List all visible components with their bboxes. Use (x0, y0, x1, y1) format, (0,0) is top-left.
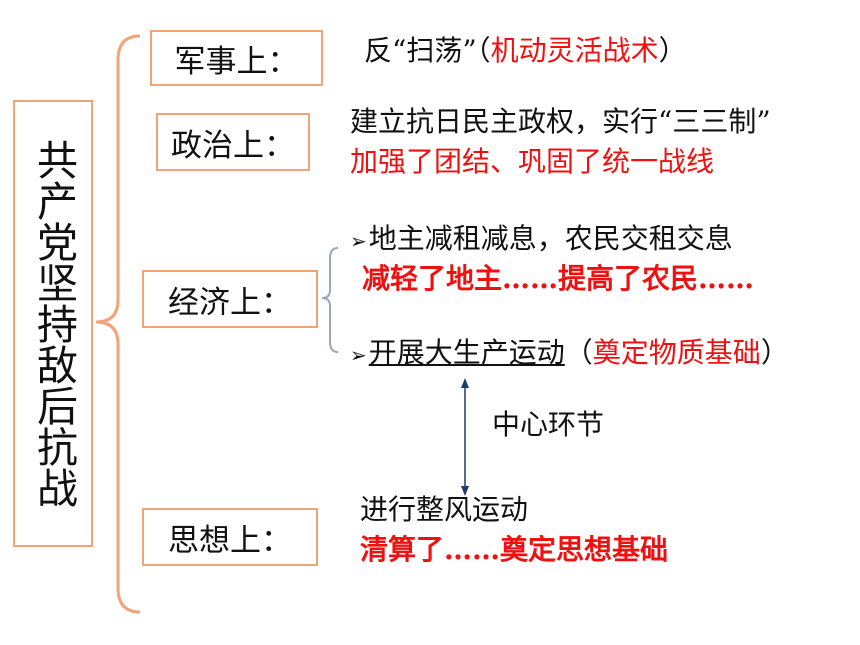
economy-label-box: 经济上： (142, 270, 318, 328)
ideology-label: 思想上： (168, 522, 292, 559)
military-label-box: 军事上： (150, 30, 323, 86)
main-title-box: 共产党坚持敌后抗战 (13, 100, 93, 547)
economy-item1-line1: ➢地主减租减息，农民交租交息 (350, 222, 733, 256)
link-label: 中心环节 (492, 408, 605, 441)
politics-label: 政治上： (171, 127, 295, 164)
economy-item2-main: 开展大生产运动 (368, 336, 565, 369)
arrow-head-down (461, 486, 469, 496)
ideology-label-box: 思想上： (142, 508, 318, 566)
ideology-line2: 清算了……奠定思想基础 (360, 533, 669, 566)
economy-item2-red: 奠定物质基础 (592, 336, 761, 369)
main-title: 共产党坚持敌后抗战 (29, 139, 78, 508)
economy-item1-line2: 减轻了地主……提高了农民…… (362, 262, 755, 295)
ideology-line1: 进行整风运动 (360, 493, 529, 526)
politics-label-box: 政治上： (156, 113, 310, 171)
arrow-head-up (461, 378, 469, 388)
military-text-suffix: ） (658, 34, 687, 67)
economy-item2: ➢开展大生产运动（奠定物质基础） (350, 336, 789, 370)
military-text-prefix: 反“扫荡”（ (364, 34, 491, 67)
economy-item1-text: 地主减租减息，农民交租交息 (368, 222, 733, 255)
economy-label: 经济上： (168, 284, 292, 321)
military-text-red: 机动灵活战术 (490, 34, 659, 67)
economy-brace (321, 247, 339, 353)
economy-item2-open: （ (564, 336, 593, 369)
military-text: 反“扫荡”（机动灵活战术） (364, 34, 687, 68)
economy-item2-close: ） (760, 336, 789, 369)
military-label: 军事上： (174, 43, 299, 80)
arrow-bullet-icon: ➢ (350, 229, 367, 253)
arrow-bullet-icon: ➢ (350, 343, 367, 367)
main-brace (95, 34, 141, 614)
politics-line1: 建立抗日民主政权，实行“三三制” (350, 105, 771, 138)
politics-line2: 加强了团结、巩固了统一战线 (350, 145, 715, 178)
